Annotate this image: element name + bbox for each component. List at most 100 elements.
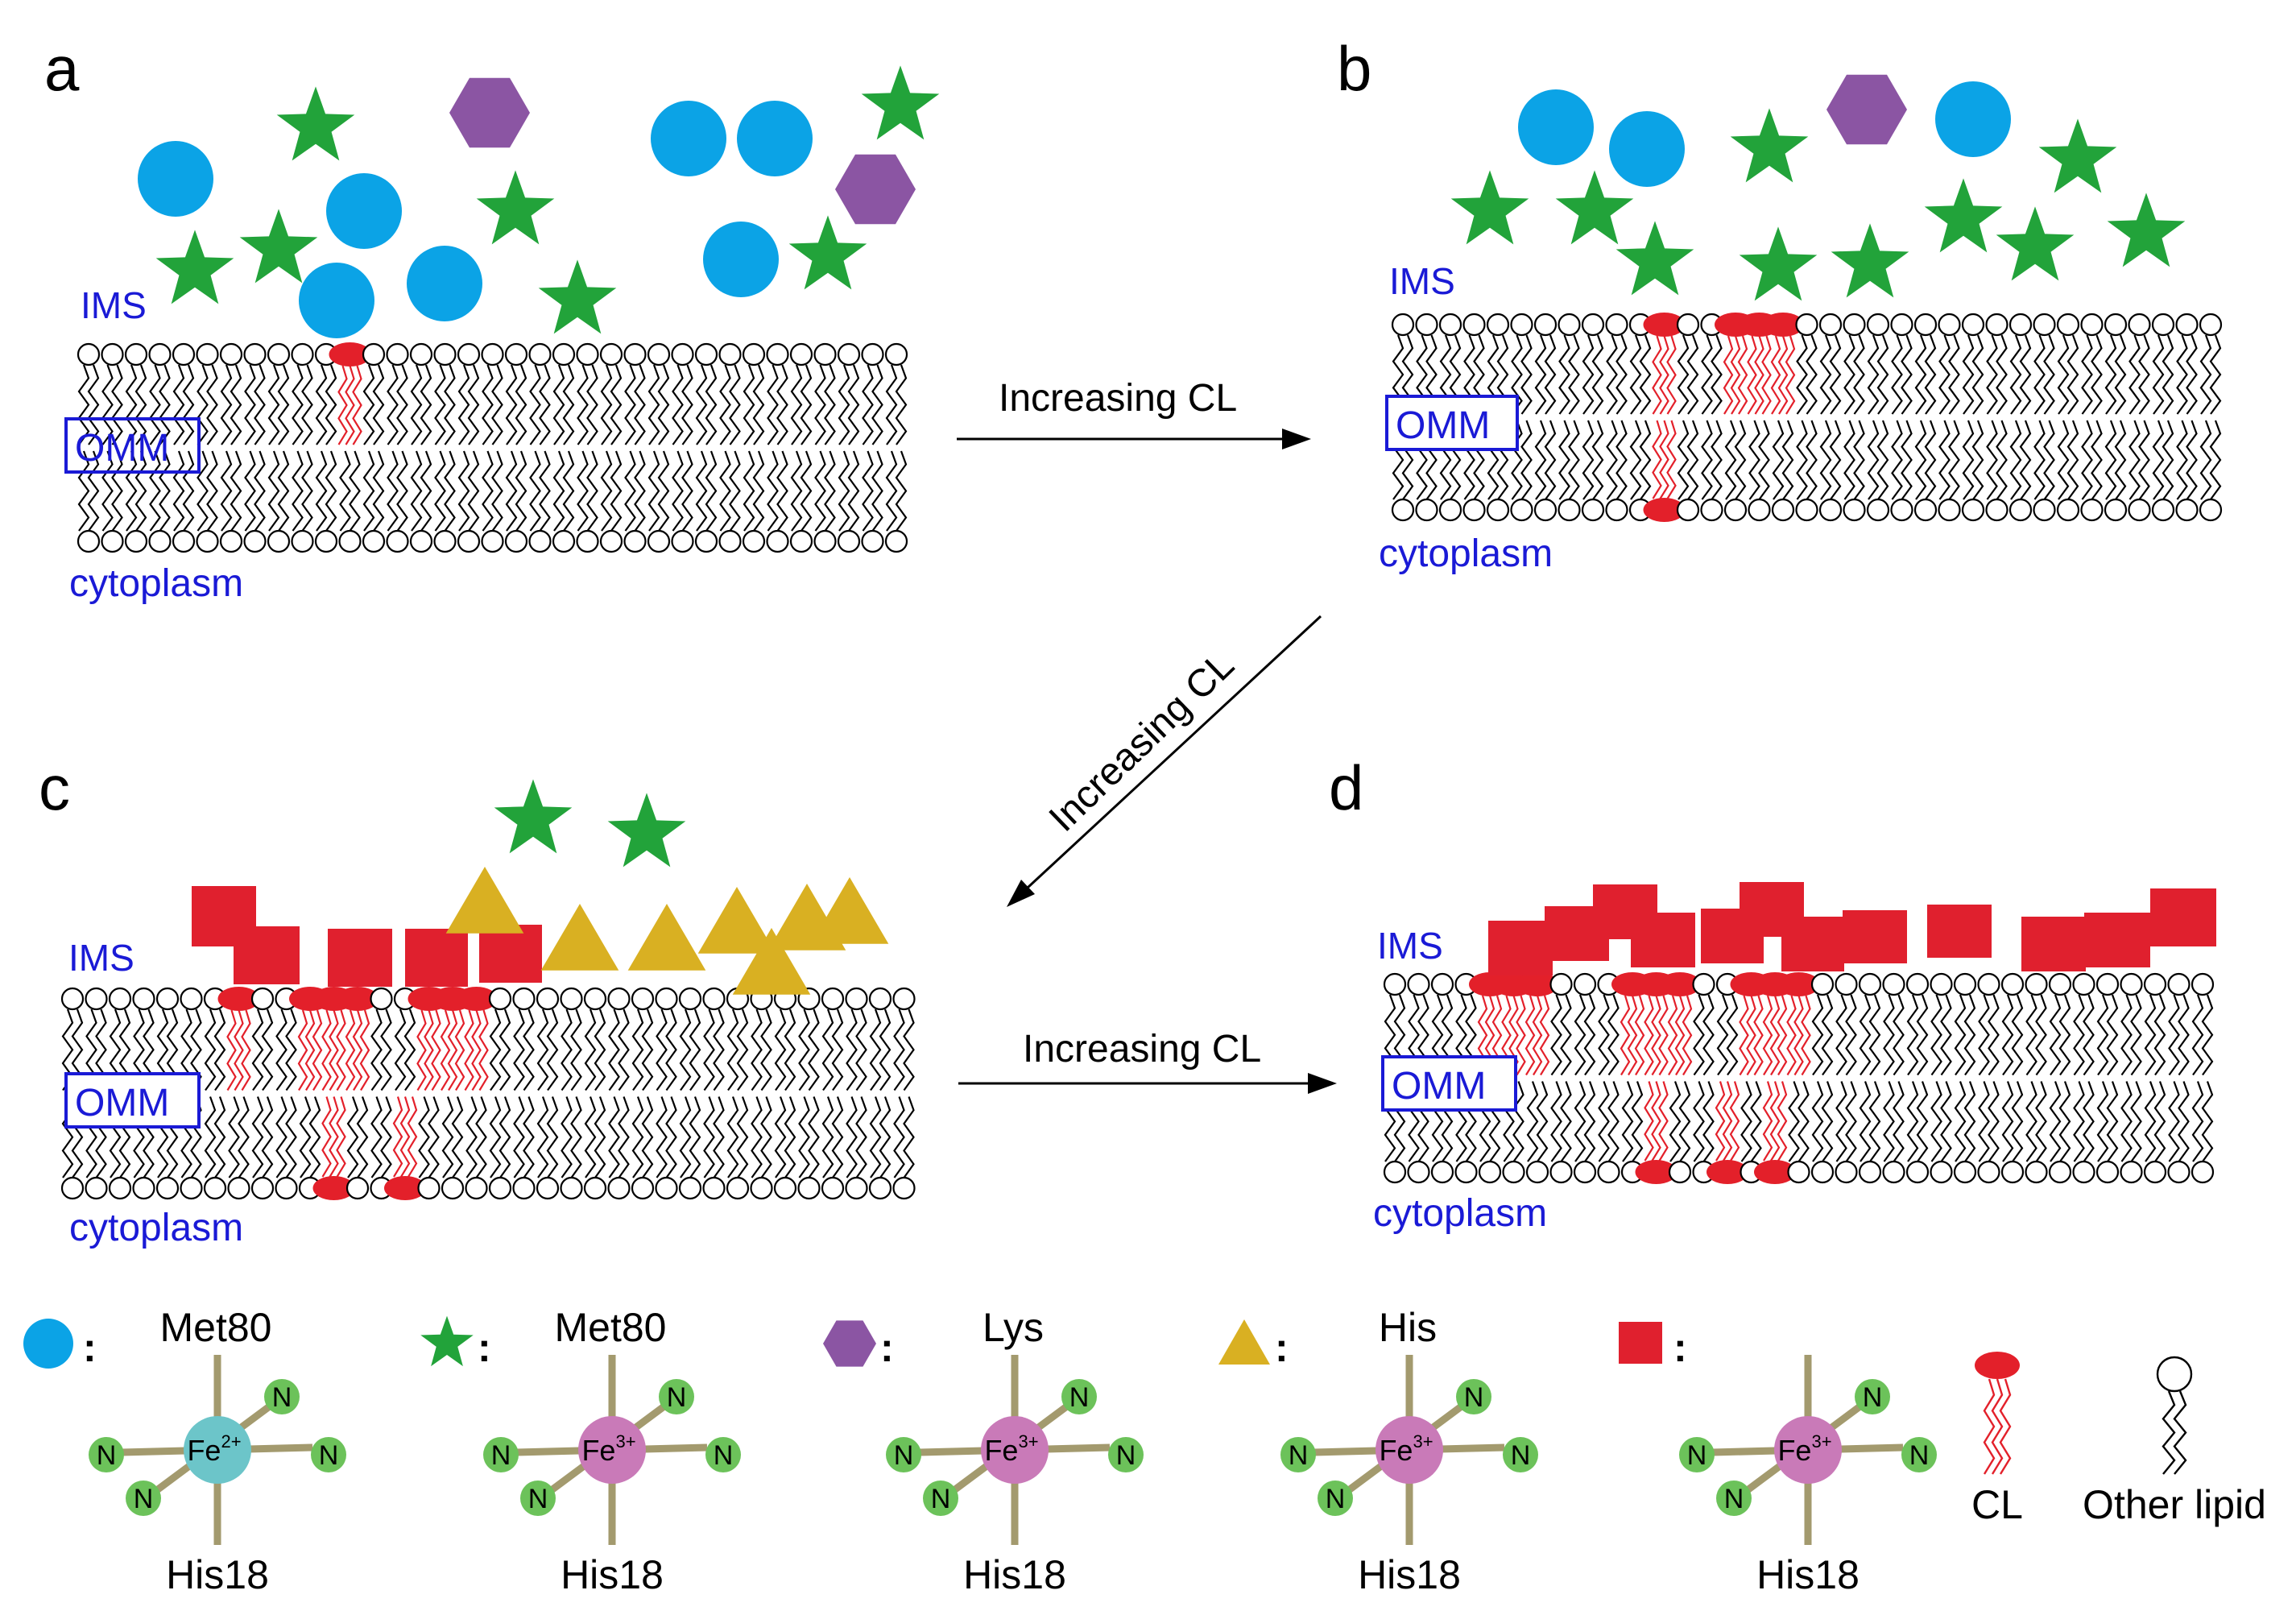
lipid-head [2056, 313, 2080, 337]
lipid-head [481, 529, 504, 553]
omm-label-c: OMM [75, 1082, 169, 1124]
lipid-head [1835, 1160, 1858, 1184]
panel-letter-c: c [39, 752, 70, 823]
membrane-d [1383, 972, 2215, 1184]
nitrogen-ball [264, 1379, 300, 1414]
ims-label-a: IMS [81, 284, 147, 326]
ims-label-c: IMS [68, 937, 134, 979]
legend-other-lipid: Other lipid [2083, 1356, 2266, 1527]
nitrogen-label: N [528, 1484, 548, 1514]
lipid-head [155, 1176, 180, 1200]
lipid-head [172, 342, 196, 367]
lipid-head [576, 342, 599, 367]
lipid-head [1581, 498, 1605, 522]
lipid-head [845, 987, 868, 1011]
cyt-c-unfolded-square [2084, 913, 2150, 967]
lipid-head [678, 987, 702, 1011]
lipid-head [528, 342, 552, 367]
lipid-head [671, 342, 694, 367]
lipid-head [655, 1176, 678, 1200]
top-ligand-label: Met80 [160, 1305, 272, 1350]
lipid-head [1930, 972, 1953, 996]
lipid-head [504, 342, 528, 367]
cyt-c-fe3-met80-star [276, 86, 355, 161]
arrow-c-to-d-label: Increasing CL [1023, 1028, 1261, 1071]
top-ligand-label: Lys [983, 1305, 1044, 1350]
legend-star-icon [420, 1315, 474, 1367]
lipid-head [108, 987, 132, 1011]
nitrogen-ball [1716, 1481, 1752, 1516]
lipid-head [512, 987, 536, 1011]
lipid-head [1430, 1160, 1454, 1184]
lipid-head [2080, 498, 2104, 522]
lipid-head [219, 342, 243, 367]
lipid-head [599, 342, 623, 367]
nitrogen-label: N [667, 1382, 687, 1413]
lipid-head [1486, 498, 1510, 522]
lipid-head [108, 1176, 132, 1200]
lipid-head [884, 529, 908, 553]
cyt-c-his-triangle [627, 904, 706, 971]
lipid-head [2151, 498, 2175, 522]
lipid-head [386, 529, 409, 553]
lipid-head [552, 342, 576, 367]
cl-head [455, 987, 498, 1011]
cl-head [1754, 1160, 1796, 1184]
bottom-ligand-label: His18 [1756, 1552, 1860, 1597]
nitrogen-ball [126, 1481, 161, 1516]
lipid-head [599, 529, 623, 553]
nitrogen-ball [1318, 1481, 1353, 1516]
nitrogen-label: N [1687, 1440, 1707, 1471]
membrane-c [60, 987, 916, 1200]
lipid-head [85, 1176, 108, 1200]
lipid-head [1510, 313, 1533, 337]
lipid-head [1502, 1160, 1525, 1184]
cyt-c-fe2-circle [703, 222, 779, 297]
bottom-ligand-label: His18 [963, 1552, 1066, 1597]
lipid-head [536, 987, 560, 1011]
lipid-head [338, 529, 362, 553]
proteins [138, 65, 2216, 995]
lipid-head [1866, 313, 1890, 337]
cyt-c-unfolded-square [1927, 905, 1992, 958]
lipid-head [219, 529, 243, 553]
lipid-head [742, 529, 766, 553]
lipid-head [227, 1176, 250, 1200]
membrane-a [77, 342, 908, 553]
legend-cl-label: CL [1971, 1482, 2023, 1527]
lipid-head [1486, 313, 1510, 337]
lipid-head [607, 987, 631, 1011]
legend-cl: CL [1971, 1352, 2023, 1527]
lipid-head [101, 342, 124, 367]
lipid-head [647, 529, 671, 553]
nitrogen-label: N [134, 1484, 154, 1514]
lipid-head [1533, 498, 1558, 522]
lipid-head [362, 529, 386, 553]
cl-head [337, 987, 379, 1011]
omm-box-b [1385, 395, 1519, 451]
panel-letter-b: b [1337, 33, 1371, 104]
cyt-c-fe3-met80-star [1924, 178, 2003, 253]
lipid-head [457, 342, 481, 367]
cyt-c-fe3-met80-star [2107, 193, 2186, 267]
nitrogen-ball [1855, 1379, 1890, 1414]
lipid-head [576, 529, 599, 553]
cyt-c-fe2-circle [1935, 81, 2011, 157]
lipid-head [1953, 1160, 1977, 1184]
lipid-head [2000, 1160, 2025, 1184]
cyt-c-fe3-met80-star [155, 230, 234, 304]
lipid-head [291, 529, 314, 553]
lipid-head [1573, 972, 1597, 996]
legend-other-lipid-label: Other lipid [2083, 1482, 2266, 1527]
cytoplasm-label-a: cytoplasm [69, 562, 243, 605]
nitrogen-label: N [491, 1440, 511, 1471]
lipid-head [314, 529, 338, 553]
cytoplasm-label-b: cytoplasm [1379, 532, 1553, 575]
lipid-head [773, 1176, 797, 1200]
lipid-head [203, 1176, 227, 1200]
cyt-c-unfolded-square [1781, 917, 1844, 971]
lipid-head [861, 342, 884, 367]
cyt-c-unfolded-square [479, 925, 542, 983]
lipid-head [2056, 498, 2080, 522]
lipid-head [2143, 1160, 2167, 1184]
